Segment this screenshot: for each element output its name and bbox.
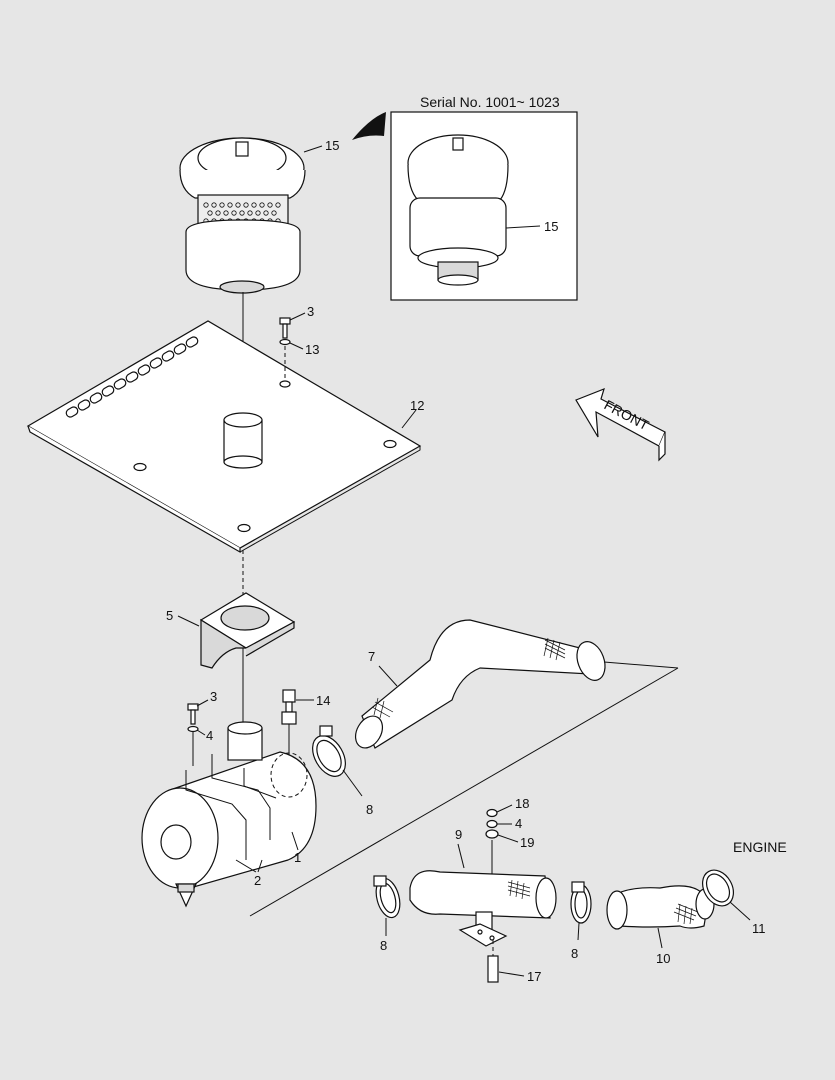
- callout-4-b: 4: [515, 816, 522, 831]
- part-3-bolt-lower: 3 4: [187, 689, 217, 766]
- part-8-clamp-b: 8: [373, 875, 401, 953]
- inset-part-label: 15: [544, 219, 558, 234]
- callout-18: 18: [515, 796, 529, 811]
- callout-17: 17: [527, 969, 541, 984]
- front-arrow: FRONT: [575, 387, 666, 462]
- callout-1: 1: [294, 850, 301, 865]
- inset-title: Serial No. 1001~ 1023: [420, 94, 560, 110]
- part-17-stud: 17: [487, 940, 541, 984]
- callout-7: 7: [368, 649, 375, 664]
- part-15-air-cleaner: 15: [179, 137, 339, 294]
- part-10-elbow: 10: [606, 885, 715, 966]
- callout-13: 13: [305, 342, 319, 357]
- callout-12: 12: [410, 398, 424, 413]
- callout-10: 10: [656, 951, 670, 966]
- engine-label: ENGINE: [733, 839, 787, 855]
- part-8-clamp-a: 8: [312, 725, 373, 817]
- part-14-fitting: 14: [281, 689, 330, 760]
- callout-8-b: 8: [380, 938, 387, 953]
- parts-18-4-19-stack: 18 4 19: [485, 796, 534, 910]
- inset-pointer-arrow: [352, 112, 386, 140]
- callout-3-top: 3: [307, 304, 314, 319]
- reference-line-diagonal: [249, 667, 679, 917]
- callout-8-a: 8: [366, 802, 373, 817]
- callout-14: 14: [316, 693, 330, 708]
- callout-11: 11: [752, 921, 766, 936]
- part-12-plate: 12: [26, 320, 424, 554]
- callout-3-lower: 3: [210, 689, 217, 704]
- inset-box: Serial No. 1001~ 1023 15: [390, 94, 578, 301]
- callout-9: 9: [455, 827, 462, 842]
- part-8-clamp-c: 8: [570, 881, 592, 961]
- callout-19: 19: [520, 835, 534, 850]
- callout-4-lower: 4: [206, 728, 213, 743]
- callout-15: 15: [325, 138, 339, 153]
- part-11-clamp: 11: [701, 869, 766, 936]
- part-7-hose: 7: [354, 619, 679, 749]
- part-1-air-cleaner-body: 1 2: [141, 721, 317, 908]
- callout-8-c: 8: [571, 946, 578, 961]
- callout-5: 5: [166, 608, 173, 623]
- part-5-bracket: 5: [166, 592, 296, 669]
- part-9-pipe: 9: [409, 827, 557, 947]
- callout-2: 2: [254, 873, 261, 888]
- part-3-bolt-top: 3 13: [279, 304, 319, 380]
